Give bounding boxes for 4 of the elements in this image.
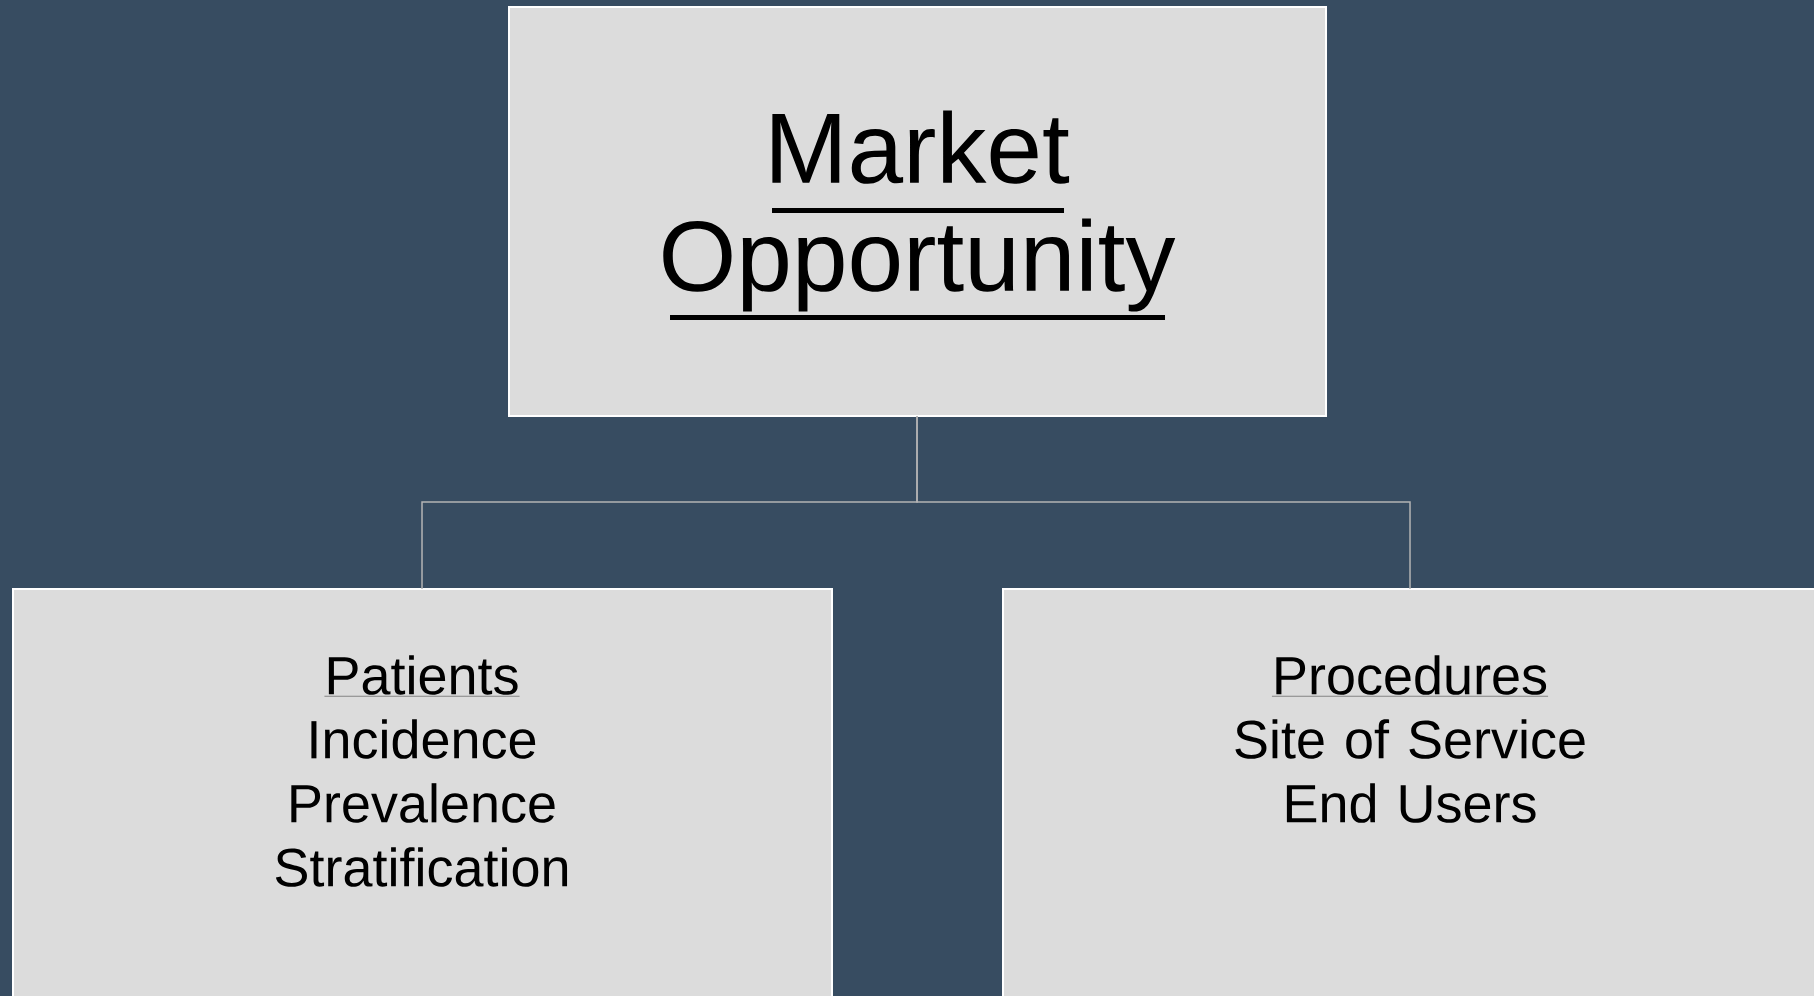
connector bbox=[916, 415, 1411, 590]
box: Market Opportunity bbox=[508, 6, 1327, 417]
box: Procedures Site of Service End Users bbox=[1002, 588, 1814, 996]
box: Patients Incidence Prevalence Stratification bbox=[12, 588, 833, 996]
